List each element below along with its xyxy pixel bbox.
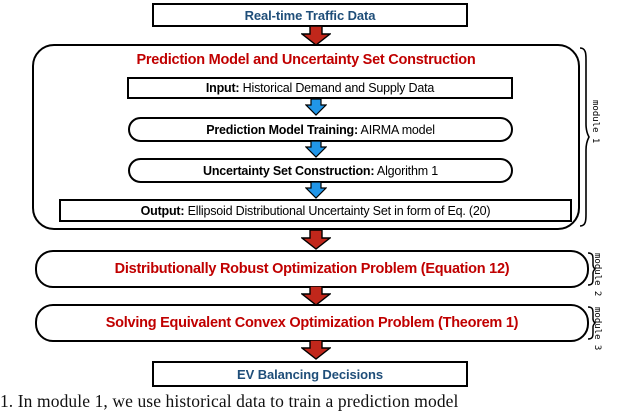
node-label-rest: AIRMA model <box>357 122 435 137</box>
node-label-bold: Prediction Model Training: <box>206 122 358 137</box>
node-label: EV Balancing Decisions <box>237 366 383 382</box>
module3-label: Solving Equivalent Convex Optimization P… <box>105 315 519 331</box>
node-label-rest: Ellipsoid Distributional Uncertainty Set… <box>184 203 491 218</box>
module2-label: Distributionally Robust Optimization Pro… <box>114 261 510 277</box>
node-module2-dro-problem: Distributionally Robust Optimization Pro… <box>35 250 589 288</box>
node-uncertainty-set-construction: Uncertainty Set Construction: Algorithm … <box>128 158 513 183</box>
node-label-rest: Historical Demand and Supply Data <box>239 81 435 95</box>
node-label-bold: Uncertainty Set Construction: <box>203 163 375 178</box>
module-label-3: module 3 <box>592 307 602 351</box>
node-label-bold: Output: <box>140 203 185 218</box>
node-label: Input: Historical Demand and Supply Data <box>206 81 434 95</box>
node-ev-balancing-decisions: EV Balancing Decisions <box>152 361 468 387</box>
node-label-bold: Input: <box>205 81 240 95</box>
node-module3-convex-problem: Solving Equivalent Convex Optimization P… <box>35 304 589 342</box>
node-label-rest: Algorithm 1 <box>374 163 438 178</box>
module-label-2: module 2 <box>592 253 602 297</box>
module1-title: Prediction Model and Uncertainty Set Con… <box>136 52 476 68</box>
node-input-historical-data: Input: Historical Demand and Supply Data <box>127 77 513 99</box>
brace-module-3 <box>586 306 596 340</box>
figure-caption: . 1. In module 1, we use historical data… <box>0 391 459 411</box>
node-label: Real-time Traffic Data <box>244 7 376 23</box>
node-real-time-traffic-data: Real-time Traffic Data <box>152 3 468 27</box>
figure-caption-wrap: . 1. In module 1, we use historical data… <box>0 390 632 418</box>
module-label-1: module 1 <box>590 100 600 144</box>
node-label: Uncertainty Set Construction: Algorithm … <box>203 164 438 178</box>
brace-module-2 <box>586 252 596 286</box>
node-prediction-model-training: Prediction Model Training: AIRMA model <box>128 117 513 142</box>
module1-title-wrap: Prediction Model and Uncertainty Set Con… <box>32 48 580 72</box>
brace-module-1 <box>578 46 590 228</box>
node-output-ellipsoid-set: Output: Ellipsoid Distributional Uncerta… <box>59 199 572 222</box>
node-label: Output: Ellipsoid Distributional Uncerta… <box>141 204 491 218</box>
node-label: Prediction Model Training: AIRMA model <box>206 123 435 137</box>
